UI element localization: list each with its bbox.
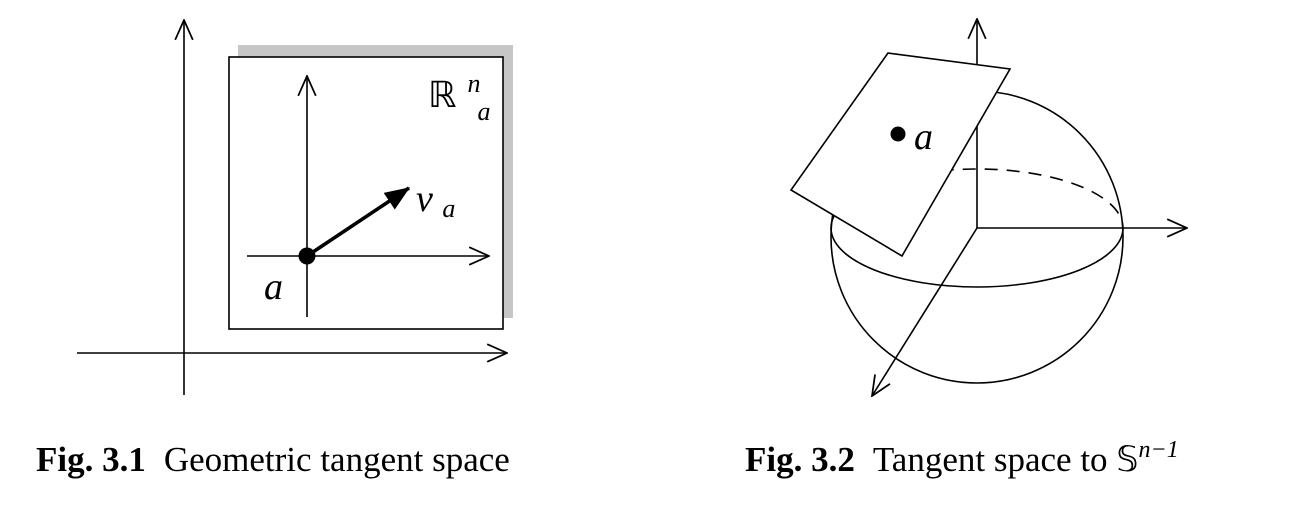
- tangent-space-box: [228, 56, 504, 330]
- figure-3-2: a: [789, 19, 1187, 396]
- tangent-point-label: a: [914, 116, 933, 158]
- vector-label: v a: [416, 178, 455, 223]
- tangent-point-dot: [890, 126, 906, 142]
- tangent-plane: [789, 52, 1012, 258]
- equator-front: [830, 227, 1124, 288]
- space-label: ℝ n a: [428, 60, 491, 126]
- base-point-dot: [298, 247, 316, 265]
- caption-number: Fig. 3.2: [745, 440, 855, 479]
- caption-number: Fig. 3.1: [36, 440, 146, 479]
- x-axis: [872, 227, 978, 396]
- caption-fig-3-2: Fig. 3.2 Tangent space to 𝕊n−1: [745, 438, 1179, 480]
- caption-fig-3-1: Fig. 3.1 Geometric tangent space: [36, 442, 510, 477]
- point-label-a: a: [264, 266, 283, 308]
- figure-3-1: ℝ n a v a a: [77, 20, 513, 395]
- caption-text: Geometric tangent space: [163, 440, 510, 479]
- tangent-vector-arrow: [306, 186, 411, 258]
- sphere-symbol: 𝕊: [1116, 440, 1139, 480]
- sphere-exponent: n−1: [1138, 437, 1179, 463]
- caption-text: Tangent space to: [872, 440, 1117, 479]
